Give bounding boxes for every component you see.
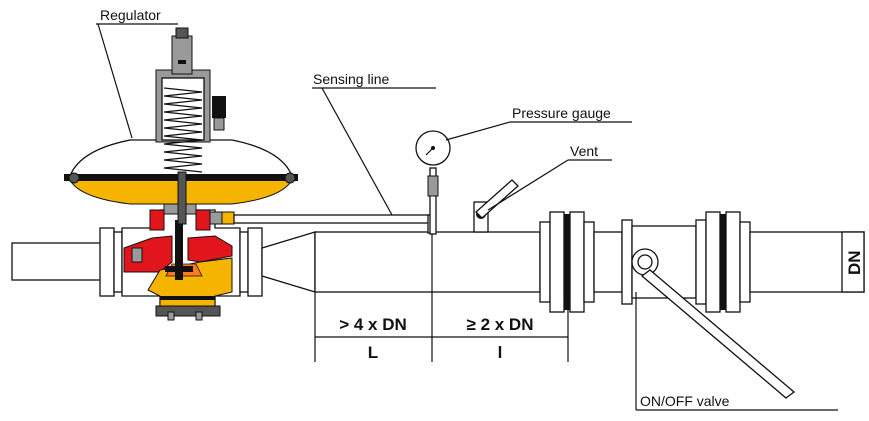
upstream-rule: > 4 x DN: [339, 315, 407, 334]
on-off-valve: [621, 219, 796, 399]
regulator-actuator: [64, 27, 298, 231]
dn-label: DN: [845, 250, 864, 275]
reducer: [261, 231, 316, 293]
inlet-pipe: [11, 227, 123, 297]
downstream-pipe: [314, 231, 541, 293]
pressure-gauge: [415, 130, 451, 235]
flange-downstream: [705, 211, 751, 313]
downstream-rule: ≥ 2 x DN: [467, 315, 534, 334]
dimension-table: [314, 292, 569, 362]
outlet-pipe: [749, 231, 865, 293]
regulator-label: Regulator: [100, 7, 161, 23]
pressure-gauge-label: Pressure gauge: [512, 105, 611, 121]
upstream-symbol: L: [368, 343, 378, 362]
sensing-line-label: Sensing line: [313, 71, 389, 87]
sensing-line-tube: [233, 214, 435, 234]
flange-upstream: [539, 211, 595, 313]
on-off-valve-label: ON/OFF valve: [640, 393, 730, 409]
vent-valve: [473, 179, 519, 233]
leader-lines: [96, 23, 838, 411]
regulator-body: [121, 209, 263, 321]
downstream-symbol: l: [498, 343, 503, 362]
vent-label: Vent: [570, 143, 598, 159]
